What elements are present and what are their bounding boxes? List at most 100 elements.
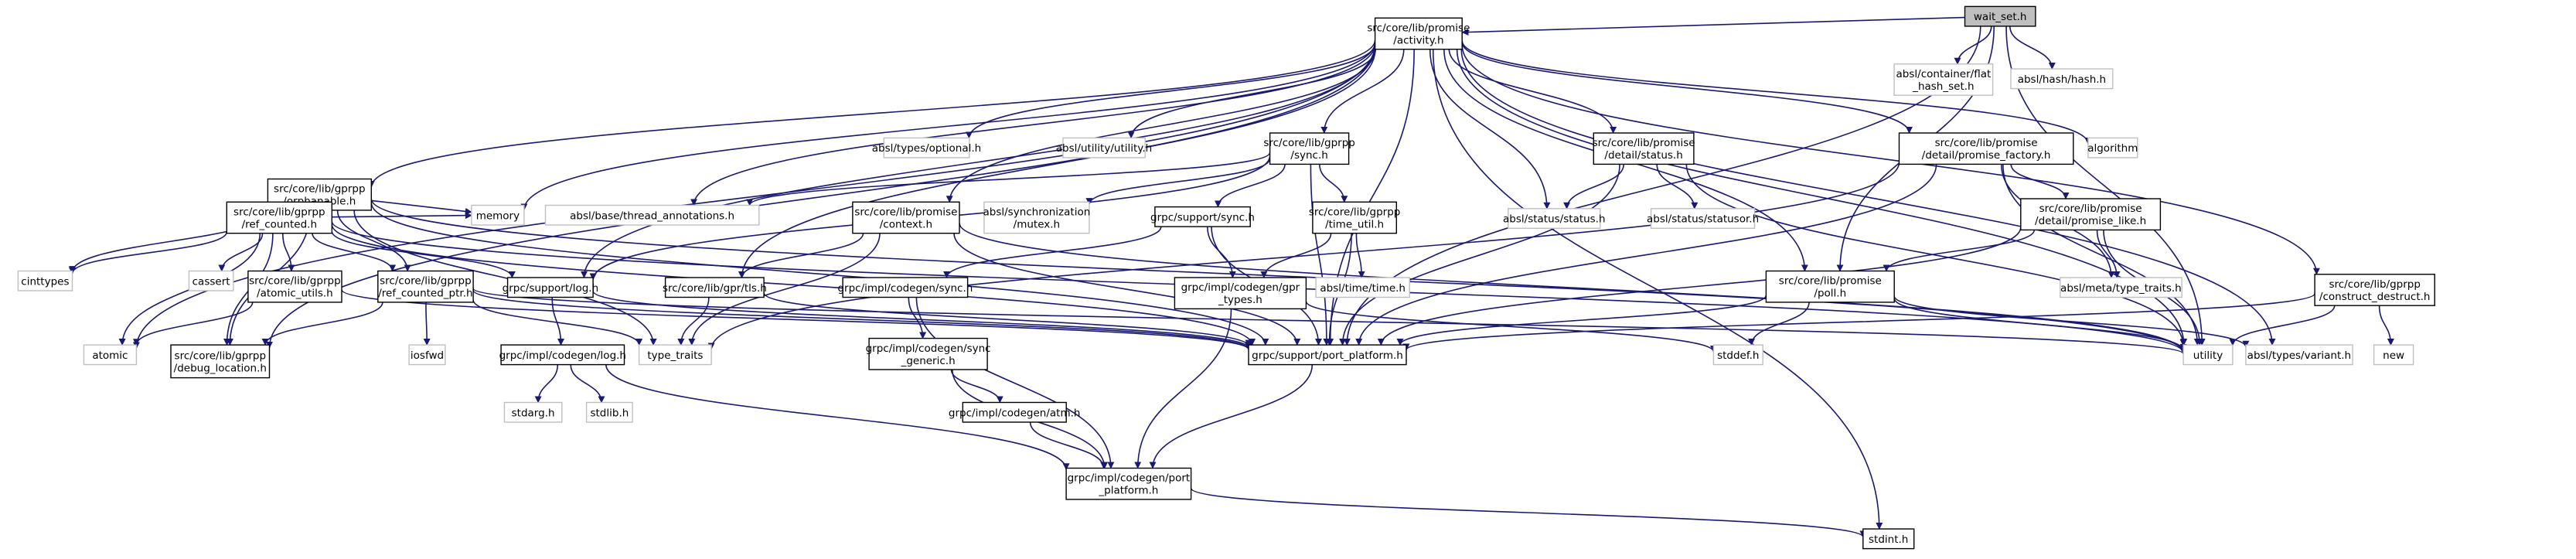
- node-codegen-port-platform[interactable]: grpc/impl/codegen/port_platform.h: [1065, 467, 1192, 500]
- node-label: cassert: [193, 275, 230, 288]
- node-port-platform[interactable]: grpc/support/port_platform.h: [1248, 344, 1407, 366]
- node-gpr-types[interactable]: grpc/impl/codegen/gpr_types.h: [1174, 277, 1307, 310]
- node-label: algorithm: [2087, 142, 2138, 155]
- edge-activity-to-context: [946, 49, 1376, 203]
- node-stddef: stddef.h: [1712, 344, 1763, 366]
- node-label: grpc/support/port_platform.h: [1252, 349, 1403, 362]
- node-codegen-log[interactable]: grpc/impl/codegen/log.h: [499, 344, 626, 366]
- node-box: [500, 344, 625, 366]
- node-box: [1862, 528, 1915, 550]
- node-box: [2182, 344, 2234, 366]
- node-iosfwd: iosfwd: [408, 344, 446, 366]
- node-tls[interactable]: src/core/lib/gpr/tls.h: [663, 277, 767, 298]
- node-cassert: cassert: [188, 270, 234, 291]
- node-label: /time_util.h: [1325, 218, 1384, 230]
- node-promise-like[interactable]: src/core/lib/promise/detail/promise_like…: [2020, 198, 2162, 231]
- node-label: src/core/lib/gprpp: [274, 183, 366, 196]
- node-label: wait_set.h: [1974, 11, 2027, 23]
- node-label: /debug_location.h: [174, 362, 267, 374]
- node-label: _types.h: [1218, 294, 1262, 306]
- node-box: [1650, 208, 1756, 229]
- node-box: [2245, 344, 2353, 366]
- node-label: _generic.h: [901, 355, 956, 367]
- node-flat-hash-set: absl/container/flat_hash_set.h: [1893, 63, 1994, 96]
- edge-poll-to-stddef: [1748, 302, 1810, 346]
- node-label: grpc/impl/codegen/port: [1068, 472, 1191, 485]
- node-construct-destruct[interactable]: src/core/lib/gprpp/construct_destruct.h: [2314, 274, 2435, 306]
- node-debug-location[interactable]: src/core/lib/gprpp/debug_location.h: [170, 344, 271, 379]
- edge-ref_counted-to-port_platform: [331, 224, 1256, 346]
- node-atomic-utils[interactable]: src/core/lib/gprpp/atomic_utils.h: [247, 270, 342, 303]
- node-time-util[interactable]: src/core/lib/gprpp/time_util.h: [1309, 201, 1401, 234]
- node-label: src/core/lib/promise: [1593, 137, 1695, 149]
- edge-gpr_types-to-stddef: [1305, 301, 1717, 353]
- node-wait-set[interactable]: wait_set.h: [1964, 5, 2036, 27]
- edge-context-to-utility: [959, 223, 2187, 353]
- node-box: [585, 401, 633, 423]
- node-box: [1312, 201, 1398, 234]
- node-label: src/core/lib/promise: [1779, 275, 1882, 288]
- edge-orphanable-to-port_platform: [370, 203, 1269, 346]
- node-label: /detail/promise_factory.h: [1922, 149, 2051, 162]
- node-label: _platform.h: [1098, 485, 1158, 497]
- node-label: absl/container/flat: [1896, 68, 1992, 80]
- edge-activity-to-stdint: [1432, 49, 1883, 530]
- node-box: [2020, 198, 2162, 231]
- edge-activity-to-algorithm: [1461, 40, 2092, 145]
- node-label: absl/utility/utility.h: [1056, 142, 1152, 155]
- edge-codegen_sync-to-codegen_port_platform: [915, 297, 1115, 469]
- node-box: [664, 277, 765, 298]
- edge-codegen_log-to-codegen_port_platform: [605, 364, 1070, 471]
- edge-time_util-to-time_h: [1355, 233, 1365, 278]
- node-label: src/core/lib/gprpp: [380, 275, 472, 288]
- edge-atomic_utils-to-port_platform: [341, 289, 1252, 350]
- node-label: absl/meta/type_traits.h: [2060, 282, 2182, 295]
- node-new: new: [2373, 344, 2414, 366]
- node-box: [1248, 344, 1407, 366]
- edge-activity-to-memory: [520, 42, 1376, 211]
- node-support-sync[interactable]: grpc/support/sync.h: [1150, 206, 1255, 227]
- node-support-log[interactable]: grpc/support/log.h: [503, 277, 598, 298]
- node-label: stddef.h: [1717, 349, 1759, 362]
- node-box: [1315, 277, 1410, 298]
- node-stdlib: stdlib.h: [585, 401, 633, 423]
- node-label: grpc/impl/codegen/sync: [866, 343, 991, 355]
- node-stdint[interactable]: stdint.h: [1862, 528, 1915, 550]
- node-promise-factory[interactable]: src/core/lib/promise/detail/promise_fact…: [1898, 132, 2074, 165]
- edge-orphanable-to-ref_counted_ptr: [336, 210, 411, 272]
- node-context[interactable]: src/core/lib/promise/context.h: [852, 201, 960, 234]
- node-ref-counted-ptr[interactable]: src/core/lib/gprpp/ref_counted_ptr.h: [377, 270, 474, 303]
- edge-orphanable-to-type_traits: [353, 210, 657, 346]
- node-label: cinttypes: [21, 275, 69, 288]
- node-label: src/core/lib/gprpp: [2329, 278, 2421, 291]
- node-poll[interactable]: src/core/lib/promise/poll.h: [1765, 270, 1895, 303]
- edge-promise_like-to-poll: [1883, 230, 2036, 272]
- edge-wait_set-to-hash: [2009, 26, 2056, 70]
- node-stdarg: stdarg.h: [503, 401, 563, 423]
- node-sync-generic[interactable]: grpc/impl/codegen/sync_generic.h: [866, 337, 991, 370]
- edge-ref_counted-to-memory: [332, 212, 472, 220]
- node-label: grpc/impl/codegen/sync.h: [837, 282, 973, 295]
- edge-activity-to-status_h: [1429, 49, 1551, 210]
- node-box: [1062, 137, 1146, 158]
- node-box: [638, 344, 712, 366]
- node-activity[interactable]: src/core/lib/promise/activity.h: [1367, 17, 1470, 50]
- node-box: [2010, 68, 2114, 90]
- node-codegen-sync[interactable]: grpc/impl/codegen/sync.h: [837, 277, 973, 298]
- edge-detail_status-to-status_h: [1563, 164, 1624, 210]
- edge-promise_like-to-meta_type_traits: [2096, 230, 2121, 278]
- edge-wait_set-to-flat_hash_set: [1954, 26, 1992, 65]
- node-label: src/core/lib/gprpp: [233, 206, 325, 218]
- edge-ref_counted-to-ref_counted_ptr: [312, 233, 397, 272]
- node-ref-counted[interactable]: src/core/lib/gprpp/ref_counted.h: [226, 201, 332, 234]
- node-meta-type-traits: absl/meta/type_traits.h: [2060, 277, 2182, 298]
- node-gprpp-sync[interactable]: src/core/lib/gprpp/sync.h: [1263, 132, 1355, 165]
- node-detail-status[interactable]: src/core/lib/promise/detail/status.h: [1593, 132, 1695, 165]
- node-label: absl/types/variant.h: [2247, 349, 2351, 362]
- edge-gprpp_sync-to-mutex: [1085, 158, 1271, 206]
- node-label: src/core/lib/gprpp: [249, 275, 341, 288]
- node-box: [377, 270, 474, 303]
- node-box: [1712, 344, 1763, 366]
- node-atm[interactable]: grpc/impl/codegen/atm.h: [949, 401, 1081, 423]
